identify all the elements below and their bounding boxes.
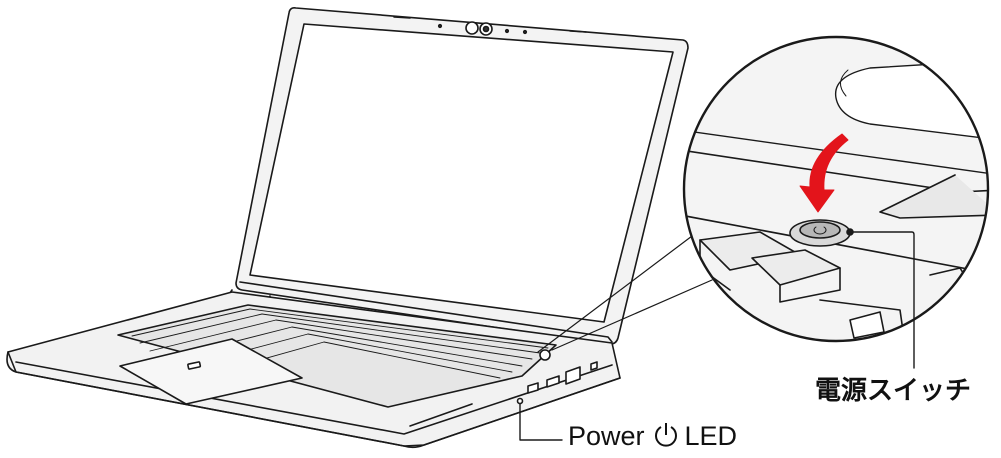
keyboard xyxy=(117,304,557,408)
zoom-detail xyxy=(684,37,988,341)
power-led xyxy=(516,397,524,405)
power-switch-label: 電源スイッチ xyxy=(815,370,971,407)
webcam xyxy=(465,21,479,35)
power-switch-leader xyxy=(849,231,915,369)
power-button-base xyxy=(539,349,551,361)
power-icon xyxy=(653,421,679,456)
laptop-lid xyxy=(227,7,689,345)
laptop-screen xyxy=(249,23,674,323)
power-led-word-power: Power xyxy=(568,421,645,451)
press-arrow-icon xyxy=(799,133,849,213)
touchpad xyxy=(119,338,303,405)
power-led-label: Power LED xyxy=(568,421,737,456)
laptop-base xyxy=(6,291,621,449)
power-led-leader xyxy=(519,403,563,441)
power-led-word-led: LED xyxy=(684,421,738,451)
power-switch-text: 電源スイッチ xyxy=(815,376,972,406)
